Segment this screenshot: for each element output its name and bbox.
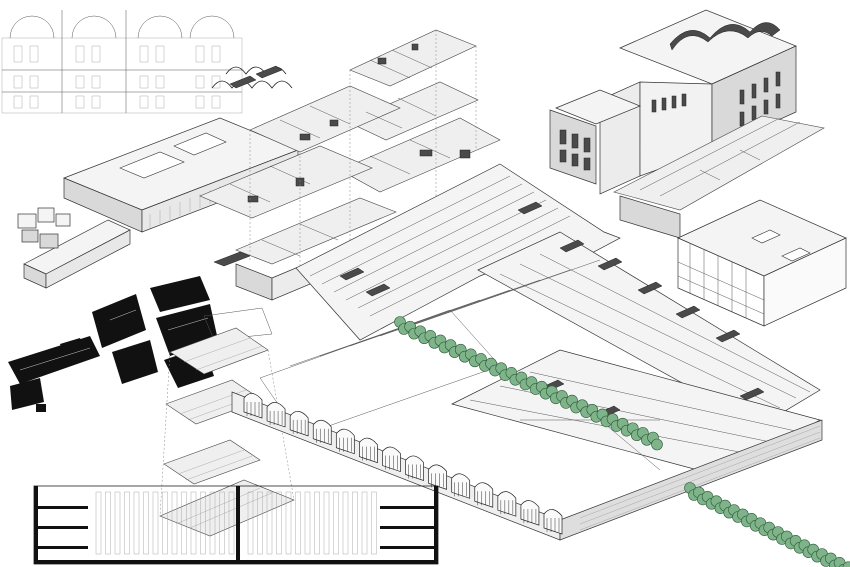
sawtooth-gable xyxy=(382,446,401,473)
sawtooth-gables xyxy=(243,393,563,535)
sawtooth-gable xyxy=(405,455,424,481)
sawtooth-gable xyxy=(335,428,355,455)
elevation-drawing xyxy=(1,10,243,114)
sawtooth-gable xyxy=(266,402,286,428)
upper-tree-row-tree xyxy=(651,438,663,451)
small-building-cluster xyxy=(17,207,71,249)
corner-block-axonometric xyxy=(677,199,847,327)
sawtooth-gable xyxy=(451,473,471,499)
sawtooth-gable xyxy=(428,464,447,490)
sawtooth-gable xyxy=(312,419,332,446)
sawtooth-gable xyxy=(243,393,263,419)
sawtooth-gable xyxy=(497,491,517,517)
exploded-floor-plates xyxy=(159,327,295,537)
sawtooth-gable xyxy=(520,500,540,526)
tree-rows xyxy=(394,316,850,567)
roofed-building-axonometric xyxy=(549,9,825,239)
campus-axonometric xyxy=(17,117,299,289)
arched-roof-pieces xyxy=(211,65,293,89)
sawtooth-gable xyxy=(474,482,494,508)
sawtooth-gable xyxy=(359,437,378,464)
sawtooth-gable xyxy=(289,410,309,437)
lower-tree-row-tree xyxy=(842,561,850,567)
sawtooth-gable xyxy=(543,509,563,535)
section-bays xyxy=(95,491,377,555)
building-section xyxy=(33,485,439,565)
